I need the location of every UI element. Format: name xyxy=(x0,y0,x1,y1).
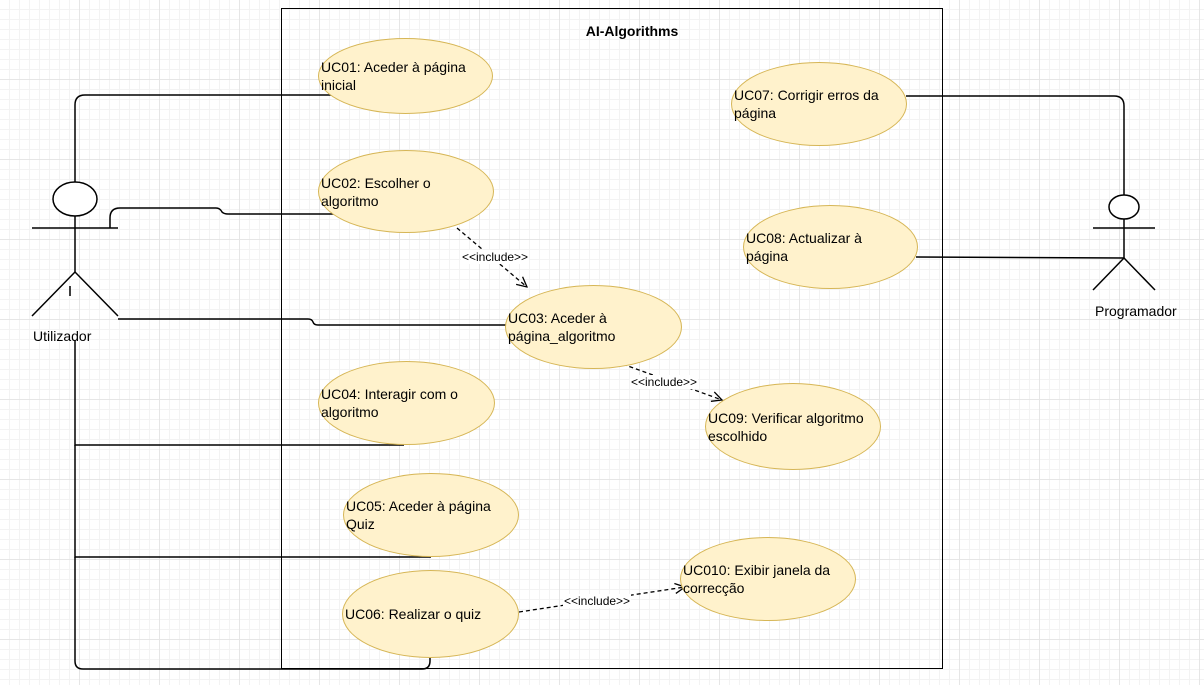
assoc-utilizador-uc02 xyxy=(109,207,335,228)
use-case-uc04-label: UC04: Interagir com o algoritmo xyxy=(321,386,458,420)
actor-programador-label: Programador xyxy=(1095,303,1177,319)
use-case-uc09[interactable]: UC09: Verificar algoritmo escolhido xyxy=(705,383,881,470)
assoc-utilizador-uc06 xyxy=(74,557,431,670)
use-case-uc01[interactable]: UC01: Aceder à página inicial xyxy=(318,38,493,114)
assoc-utilizador-uc01 xyxy=(74,94,333,182)
actor-utilizador-label: Utilizador xyxy=(33,328,92,344)
include-label-uc06-uc010: <<include>> xyxy=(563,594,632,608)
use-case-uc010-label: UC010: Exibir janela da correcção xyxy=(683,562,831,596)
use-case-uc02[interactable]: UC02: Escolher o algoritmo xyxy=(318,150,494,233)
assoc-programador-uc08 xyxy=(915,256,1125,259)
use-case-uc04[interactable]: UC04: Interagir com o algoritmo xyxy=(318,361,495,445)
use-case-uc06[interactable]: UC06: Realizar o quiz xyxy=(342,570,519,658)
programador-stick-figure[interactable] xyxy=(1092,194,1156,291)
use-case-uc06-label: UC06: Realizar o quiz xyxy=(345,606,482,622)
use-case-uc02-label: UC02: Escolher o algoritmo xyxy=(321,174,431,209)
use-case-uc05[interactable]: UC05: Aceder à página Quiz xyxy=(343,473,519,557)
system-boundary xyxy=(281,8,943,669)
use-case-uc01-label: UC01: Aceder à página inicial xyxy=(321,59,466,93)
use-case-uc08[interactable]: UC08: Actualizar à página xyxy=(743,205,918,289)
use-case-uc05-label: UC05: Aceder à página Quiz xyxy=(346,498,491,532)
system-title: AI-Algorithms xyxy=(585,23,679,39)
include-label-uc02-uc03: <<include>> xyxy=(461,250,530,264)
use-case-uc03[interactable]: UC03: Aceder à página_algoritmo xyxy=(505,285,682,369)
use-case-uc07-label: UC07: Corrigir erros da página xyxy=(734,87,879,121)
assoc-utilizador-uc03 xyxy=(118,318,510,326)
use-case-uc010[interactable]: UC010: Exibir janela da correcção xyxy=(680,537,856,621)
use-case-uc07[interactable]: UC07: Corrigir erros da página xyxy=(731,62,907,146)
utilizador-stick-figure[interactable] xyxy=(31,181,119,317)
use-case-uc09-label: UC09: Verificar algoritmo escolhido xyxy=(708,409,864,444)
use-case-uc08-label: UC08: Actualizar à página xyxy=(746,230,862,264)
include-label-uc03-uc09: <<include>> xyxy=(630,375,699,389)
use-case-uc03-label: UC03: Aceder à página_algoritmo xyxy=(508,310,616,344)
assoc-programador-uc07 xyxy=(906,95,1125,195)
